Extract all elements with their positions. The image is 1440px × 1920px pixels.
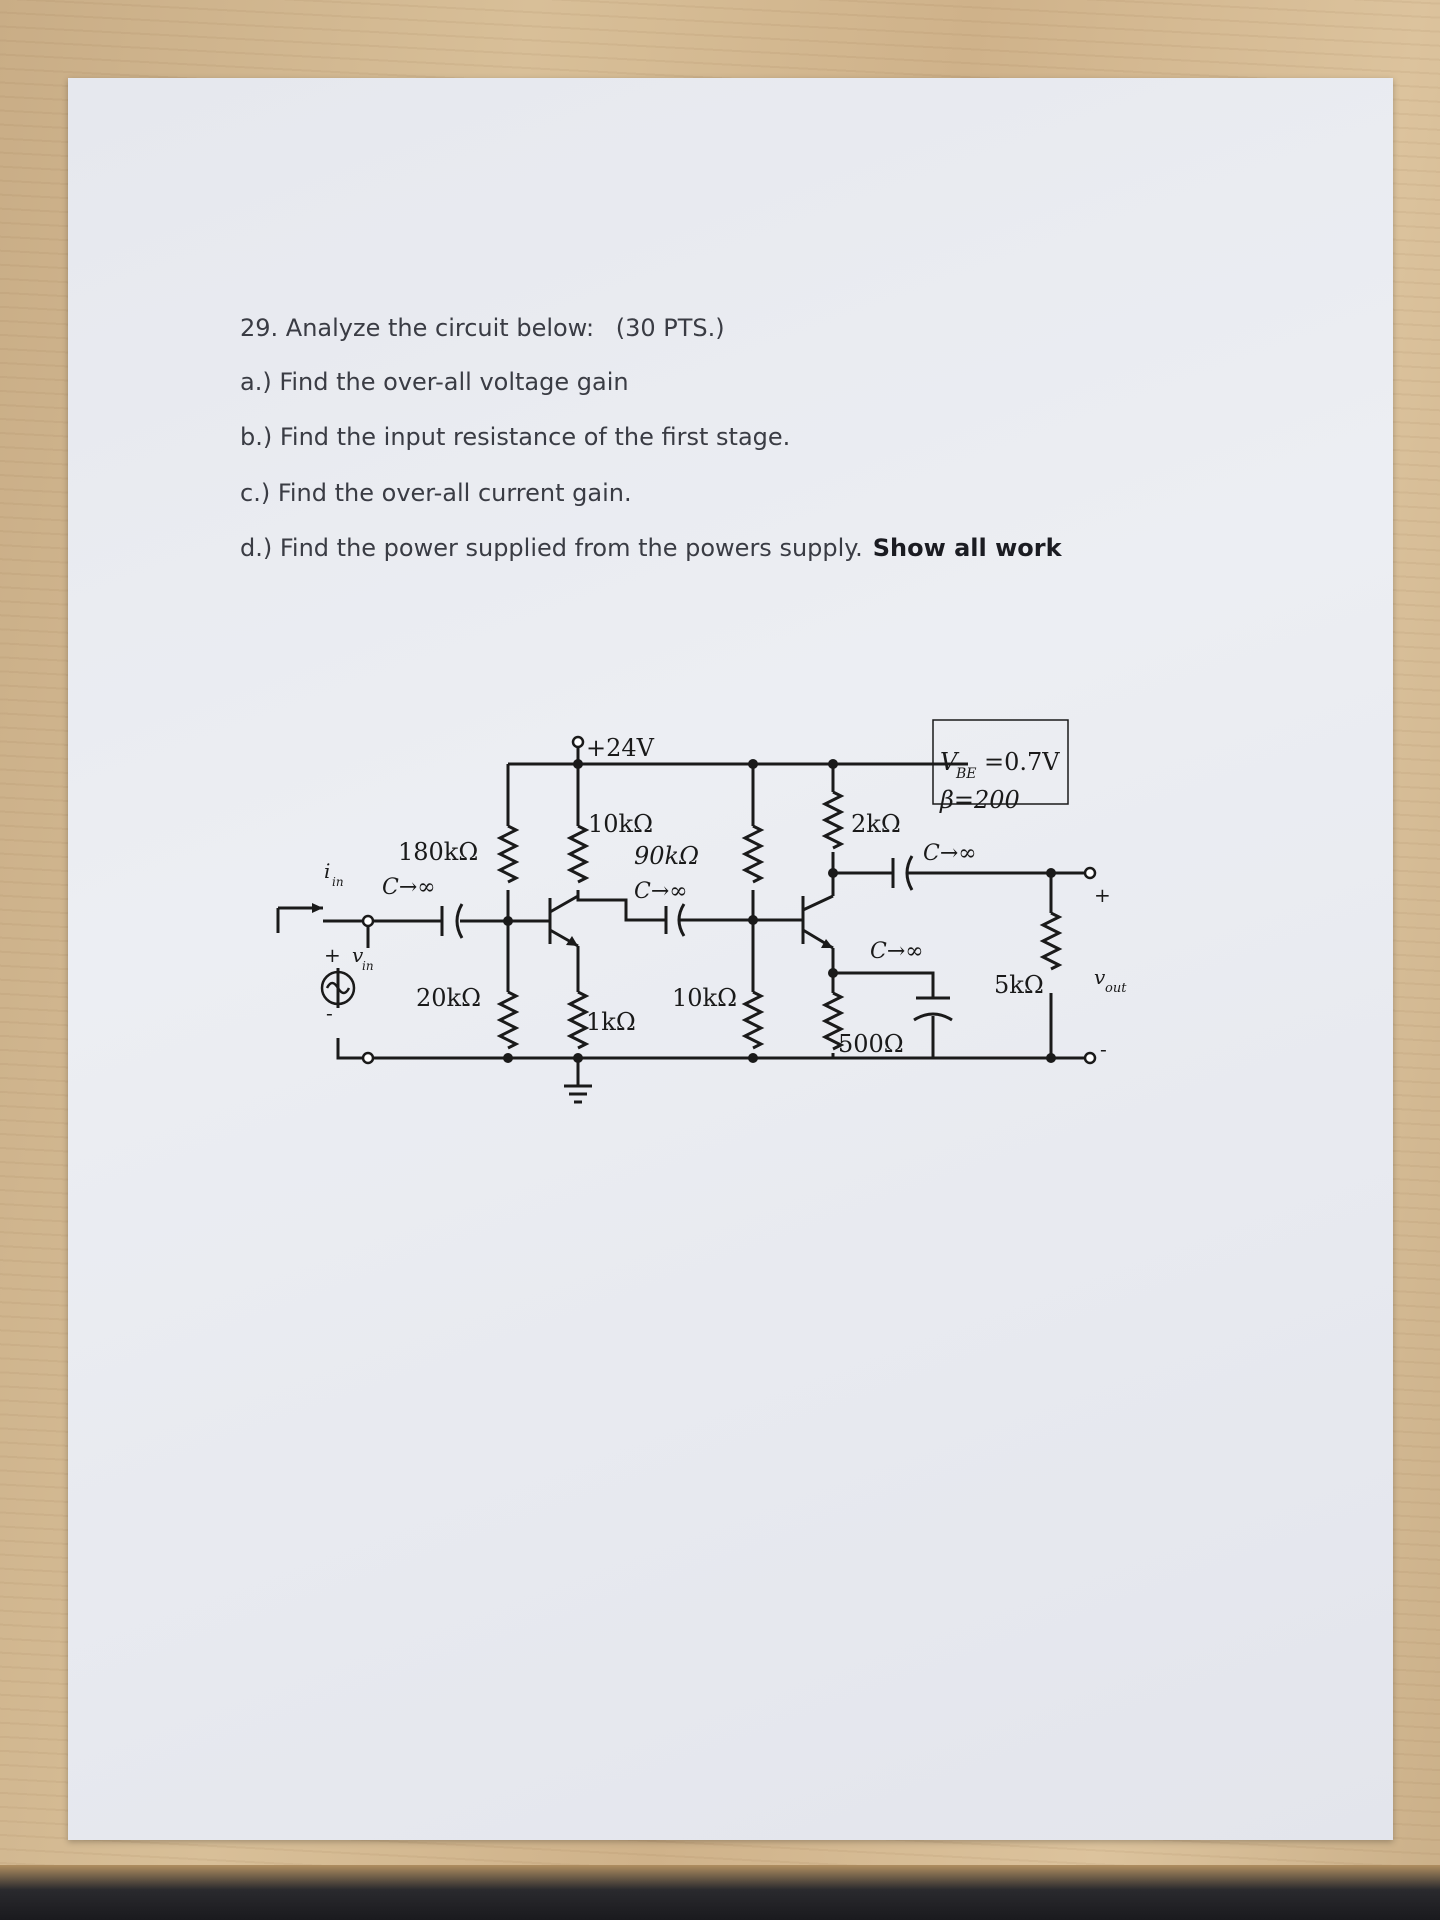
ac-source-wave-icon: [325, 981, 351, 995]
junction-gnd2: [573, 1053, 583, 1063]
label-r180k: 180kΩ: [398, 838, 478, 866]
source-bottom-wire: [336, 1038, 368, 1060]
label-r500: 500Ω: [838, 1030, 904, 1058]
label-r10k-bias: 10kΩ: [672, 984, 737, 1012]
bypass-cap-top-wire: [833, 971, 935, 998]
iin-arrowhead: [312, 903, 323, 913]
label-out-plus: +: [1094, 883, 1111, 907]
label-cap-output: C→∞: [923, 841, 977, 866]
question-title: 29. Analyze the circuit below: (30 PTS.): [240, 314, 725, 342]
junction-supply1: [573, 759, 583, 769]
label-r5k: 5kΩ: [994, 971, 1044, 999]
junction-out-top: [1046, 868, 1056, 878]
label-cap-coupling: C→∞: [634, 879, 688, 904]
q1-collector-lead: [549, 894, 579, 914]
label-supply: +24V: [586, 734, 655, 762]
question-part-d-text: d.) Find the power supplied from the pow…: [240, 534, 863, 562]
label-out-minus: -: [1100, 1037, 1107, 1061]
resistor-2k: [821, 790, 845, 850]
ground-symbol-icon: [564, 1084, 592, 1104]
coupling-cap-plate-curved: [677, 903, 686, 937]
label-src-plus: +: [324, 943, 341, 967]
label-vout-sub: out: [1105, 981, 1127, 996]
resistor-90k: [741, 824, 765, 884]
junction-gnd1: [503, 1053, 513, 1063]
label-src-minus: -: [326, 1001, 333, 1025]
circuit-diagram: +24V 180kΩ 20kΩ 10kΩ 1kΩ 90kΩ 10kΩ 2kΩ 5…: [276, 719, 1127, 1104]
bypass-cap-plate-curved: [913, 1012, 953, 1022]
input-terminal-bottom: [361, 1051, 375, 1065]
paper-sheet: 29. Analyze the circuit below: (30 PTS.)…: [68, 78, 1393, 1840]
junction-supply3: [828, 759, 838, 769]
junction-supply2: [748, 759, 758, 769]
q1-emitter-arrow: [566, 936, 578, 946]
supply-terminal: [571, 735, 585, 749]
label-r20k: 20kΩ: [416, 984, 481, 1012]
input-cap-plate-curved: [455, 903, 464, 939]
label-beta: β=200: [939, 786, 1020, 814]
question-part-b: b.) Find the input resistance of the fir…: [240, 423, 791, 451]
resistor-10k-collector: [566, 824, 590, 884]
label-r2k: 2kΩ: [851, 810, 901, 838]
label-iin-sub: in: [332, 875, 344, 889]
junction-q2-emitter: [828, 968, 838, 978]
junction-out-bottom: [1046, 1053, 1056, 1063]
label-r1k: 1kΩ: [586, 1008, 636, 1036]
label-r10k-collector: 10kΩ: [588, 810, 653, 838]
resistor-20k: [496, 990, 520, 1050]
input-terminal-top: [361, 914, 375, 928]
junction-q2-collector: [828, 868, 838, 878]
label-r90k: 90kΩ: [634, 842, 699, 870]
label-iin: i: [324, 859, 330, 883]
question-points: (30 PTS.): [615, 314, 725, 342]
junction-bias2: [748, 915, 758, 925]
junction-bias1: [503, 916, 513, 926]
resistor-180k: [496, 824, 520, 884]
junction-gnd3: [748, 1053, 758, 1063]
q2-emitter-arrow: [821, 939, 833, 948]
label-vbe-symbol: V: [940, 748, 960, 776]
output-cap-plate-curved: [905, 855, 914, 891]
label-vbe-value: =0.7V: [984, 748, 1060, 776]
output-terminal-plus: [1083, 866, 1097, 880]
question-part-d: d.) Find the power supplied from the pow…: [240, 534, 1062, 562]
label-vin: v: [352, 943, 364, 967]
show-all-work-emphasis: Show all work: [872, 534, 1062, 562]
q2-collector-lead: [802, 894, 834, 912]
output-terminal-minus: [1083, 1051, 1097, 1065]
resistor-5k: [1039, 911, 1063, 971]
resistor-10k-bias: [741, 990, 765, 1050]
resistor-500: [821, 991, 845, 1051]
label-vout: v: [1094, 965, 1106, 989]
label-vin-sub: in: [362, 959, 374, 973]
label-cap-bypass: C→∞: [870, 939, 924, 964]
table-edge: [0, 1865, 1440, 1920]
parameter-box: [932, 719, 1069, 805]
label-vbe-sub: BE: [955, 766, 977, 782]
question-part-a: a.) Find the over-all voltage gain: [240, 368, 629, 396]
question-title-text: 29. Analyze the circuit below:: [240, 314, 595, 342]
resistor-1k: [566, 990, 590, 1050]
question-part-c: c.) Find the over-all current gain.: [240, 479, 632, 507]
label-cap-input: C→∞: [382, 875, 436, 900]
ac-source-circle: [320, 970, 356, 1006]
